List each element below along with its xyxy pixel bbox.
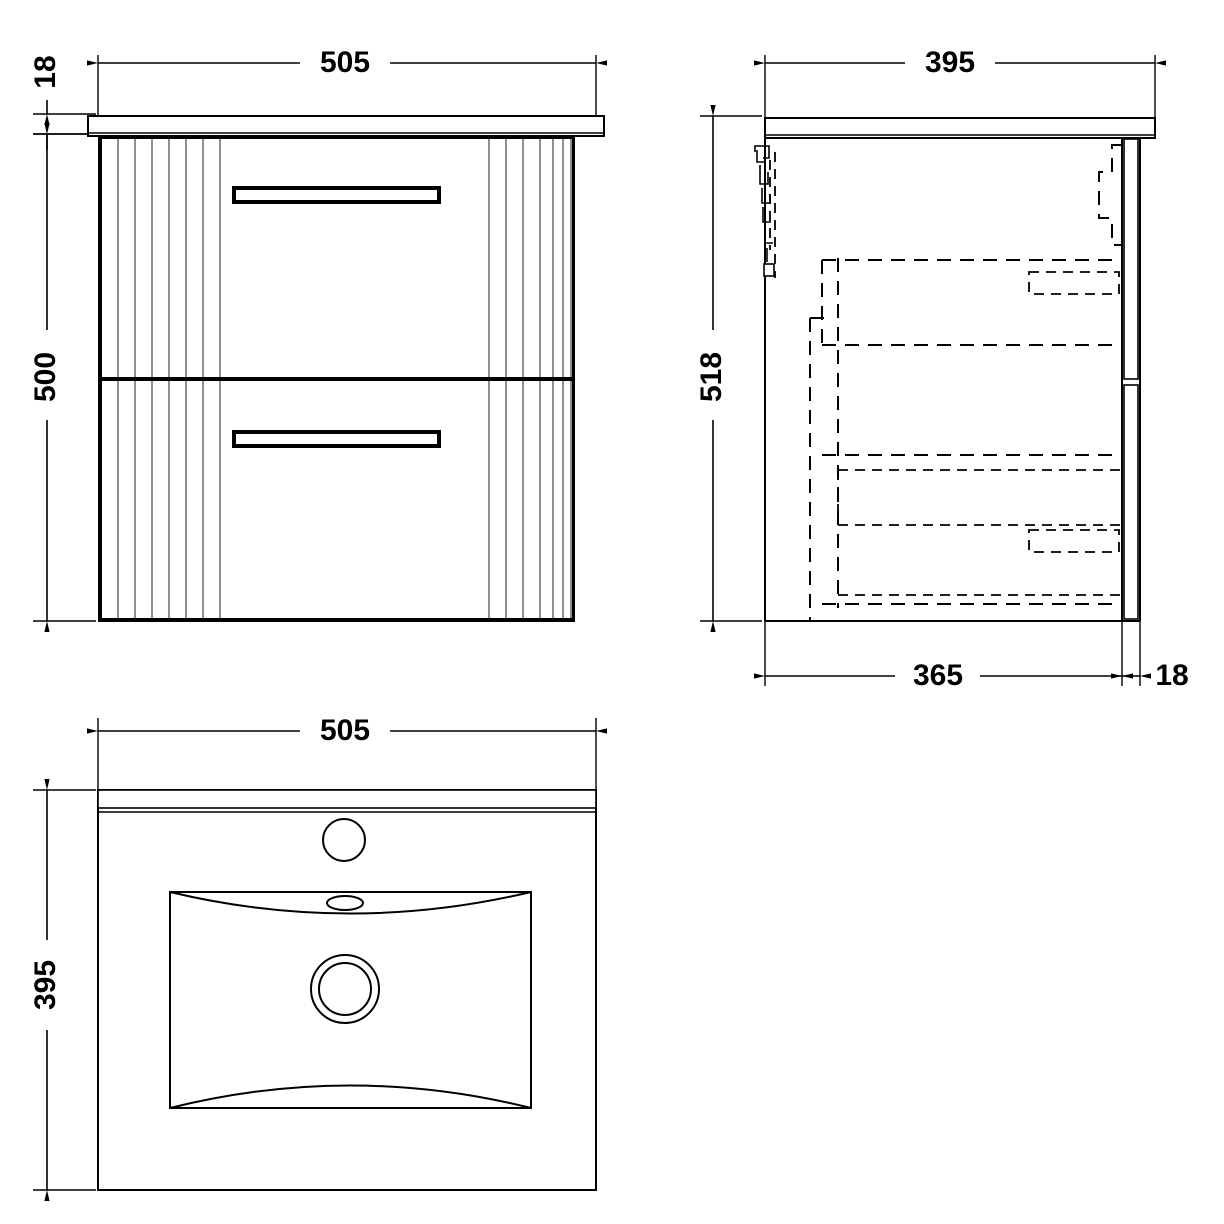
plan-depth-dimension: 395 — [29, 779, 96, 1201]
side-lower-drawer-box — [809, 317, 1122, 620]
side-carcase-depth-label: 365 — [913, 659, 963, 692]
front-height-label: 500 — [29, 352, 62, 402]
plan-depth-label: 395 — [29, 960, 62, 1010]
side-carcase-depth-dimension: 365 — [754, 621, 1133, 692]
plan-overflow-slot — [326, 895, 364, 911]
side-depth-dimension: 395 — [754, 46, 1166, 118]
side-height-label: 518 — [695, 352, 728, 402]
wall-bracket-detail — [754, 145, 776, 278]
side-worktop — [764, 117, 1156, 139]
side-back-thickness-dimension: 18 — [1111, 621, 1189, 692]
side-height-dimension: 518 — [695, 105, 762, 632]
side-drawer-front-panels — [1123, 138, 1139, 620]
plan-rear-upstand — [97, 789, 597, 813]
front-height-dimension: 500 — [29, 123, 96, 632]
front-worktop — [87, 115, 605, 137]
side-elevation-view: 395 518 365 18 — [695, 46, 1189, 692]
front-width-label: 505 — [320, 46, 370, 79]
front-handle-upper[interactable] — [232, 186, 441, 204]
plan-bowl-outline — [169, 891, 532, 1109]
plan-view: 505 395 — [29, 714, 607, 1201]
front-elevation-view: 505 18 500 — [29, 46, 607, 632]
plan-tap-hole — [322, 818, 366, 862]
side-back-thickness-label: 18 — [1155, 659, 1188, 692]
side-upper-drawer-box — [821, 258, 1122, 608]
worktop-thickness-dimension: 18 — [29, 55, 96, 150]
plan-width-label: 505 — [320, 714, 370, 747]
front-handle-lower[interactable] — [232, 430, 441, 448]
plan-width-dimension: 505 — [87, 714, 607, 790]
front-width-dimension: 505 — [87, 46, 607, 120]
side-upper-runner-bracket — [1098, 144, 1122, 246]
side-depth-label: 395 — [925, 46, 975, 79]
worktop-thickness-label: 18 — [29, 55, 62, 88]
plan-waste-outlet — [310, 954, 380, 1024]
